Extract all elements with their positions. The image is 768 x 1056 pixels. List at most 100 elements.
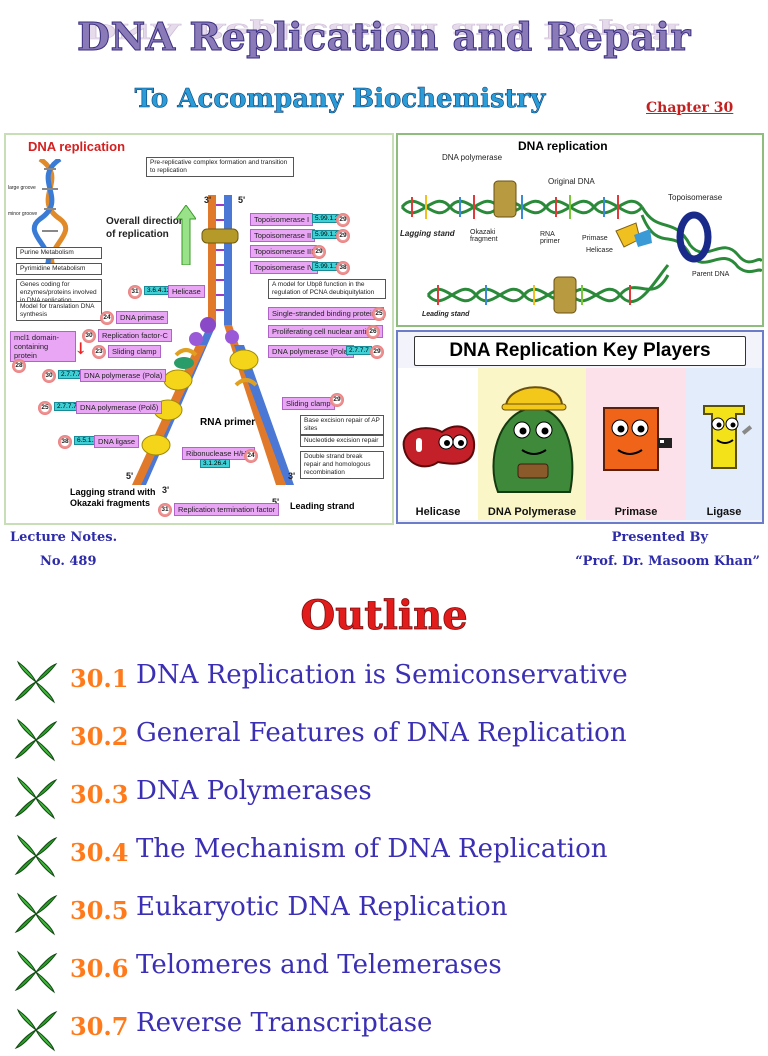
lecture-notes-label: Lecture Notes. — [10, 530, 118, 545]
leading-strand-label: Leading strand — [290, 501, 355, 511]
ligase-mascot-icon — [703, 405, 753, 469]
sliding-clamp-right-badge: 29 — [330, 393, 344, 407]
pol-epsilon-tag[interactable]: DNA polymerase (Polε) — [268, 345, 354, 358]
replication-fork-drawing — [132, 195, 294, 485]
helicase-tag[interactable]: Helicase — [168, 285, 205, 298]
lagging-strand-label: Lagging strand with Okazaki fragments — [70, 487, 156, 509]
primase-label: Primase — [614, 506, 658, 518]
dna-primase-tag[interactable]: DNA primase — [116, 311, 169, 324]
leading-stand-callout: Leading stand — [422, 311, 470, 318]
dna-polymerase-mascot-icon — [492, 386, 574, 493]
rfc-badge: 30 — [82, 329, 96, 343]
outline-item-text: DNA Replication is Semiconservative — [136, 660, 628, 690]
ssb-tag[interactable]: Single-stranded binding proteins — [268, 307, 384, 320]
pcna-badge: 26 — [366, 325, 380, 339]
outline-item-number: 30.5 — [70, 896, 129, 925]
pol-epsilon-badge: 29 — [370, 345, 384, 359]
topoisomerase-3-tag[interactable]: Topoisomerase III — [250, 245, 318, 258]
sliding-clamp-left-tag[interactable]: Sliding clamp — [108, 345, 161, 358]
helicase-label: Helicase — [415, 506, 461, 518]
green-pinwheel-icon — [14, 718, 58, 762]
green-pinwheel-icon — [14, 1008, 58, 1052]
lecture-notes-block: Lecture Notes. No. 489 — [10, 526, 117, 574]
ubp8-note[interactable]: A model for Ubp8 function in the regulat… — [268, 279, 386, 300]
dna-replication-illustration: DNA replication DNA polymerase — [396, 133, 764, 327]
original-dna-callout: Original DNA — [548, 177, 595, 186]
pol-delta-tag[interactable]: DNA polymerase (Polδ) — [76, 401, 163, 414]
dna-polymerase-label: DNA Polymerase — [487, 506, 577, 518]
topoisomerase-callout: Topoisomerase — [668, 193, 723, 202]
key-players-title: DNA Replication Key Players — [414, 336, 746, 366]
termination-factor-tag[interactable]: Replication termination factor — [174, 503, 280, 516]
mini-label-minor-groove: minor groove — [8, 211, 38, 217]
topoisomerase-1-tag[interactable]: Topoisomerase I — [250, 213, 314, 226]
outline-item-text: DNA Polymerases — [136, 776, 372, 806]
outline-item-number: 30.7 — [70, 1012, 129, 1041]
mini-label-large-groove: large groove — [8, 185, 36, 191]
topoisomerase-4-tag[interactable]: Topoisomerase IV — [250, 261, 319, 274]
double-strand-break-box[interactable]: Double strand break repair and homologou… — [300, 451, 384, 480]
rna-primer-callout: RNA primer — [540, 231, 560, 245]
figure-heading: DNA replication — [28, 139, 126, 154]
presenter-name: “Prof. Dr. Masoom Khan” — [575, 554, 760, 569]
overall-direction-label: Overall direction of replication — [106, 216, 185, 240]
prime-5-lagging: 5' — [126, 471, 134, 481]
page-subtitle: To Accompany Biochemistry — [134, 84, 546, 115]
chapter-link[interactable]: Chapter 30 — [646, 100, 734, 116]
outline-item-number: 30.1 — [70, 664, 129, 693]
sliding-clamp-left-badge: 23 — [92, 345, 106, 359]
prime-5-top: 5' — [238, 195, 246, 205]
page-title: DNA Replication and Repair — [76, 14, 691, 60]
pol-alpha-badge: 30 — [42, 369, 56, 383]
nucleotide-excision-box[interactable]: Nucleotide excision repair — [300, 435, 384, 448]
prime-3-top: 3' — [204, 195, 212, 205]
dna-polymerase-card: DNA Polymerase — [478, 368, 586, 520]
base-excision-box[interactable]: Base excision repair of AP sites — [300, 415, 384, 436]
topoisomerase-3-badge: 29 — [312, 245, 326, 259]
prime-3-lagging: 3' — [162, 485, 170, 495]
green-pinwheel-icon — [14, 834, 58, 878]
primase-callout: Primase — [582, 235, 608, 242]
replication-factor-c-tag[interactable]: Replication factor-C — [98, 329, 172, 342]
pcna-tag[interactable]: Proliferating cell nuclear antigen — [268, 325, 383, 338]
rnase-h-ec[interactable]: 3.1.26.4 — [200, 459, 230, 468]
rnase-h-badge: 24 — [244, 449, 258, 463]
primase-mascot-icon — [603, 407, 672, 471]
dna-ligase-tag[interactable]: DNA ligase — [94, 435, 140, 448]
prime-5-leading: 5' — [272, 497, 280, 507]
outline-item-text: General Features of DNA Replication — [136, 718, 627, 748]
presenter-block: Presented By “Prof. Dr. Masoom Khan” — [528, 526, 760, 574]
down-arrow-icon: ↓ — [74, 339, 88, 358]
pre-replicative-note[interactable]: Pre-replicative complex formation and tr… — [146, 157, 294, 178]
pol-alpha-tag[interactable]: DNA polymerase (Pola) — [80, 369, 167, 382]
green-pinwheel-icon — [14, 776, 58, 820]
helicase-callout: Helicase — [586, 247, 613, 254]
presented-by-label: Presented By — [611, 530, 708, 545]
ssb-badge: 25 — [372, 307, 386, 321]
replication-illustration-drawing — [400, 180, 762, 314]
translation-model-box[interactable]: Model for translation DNA synthesis — [16, 301, 102, 322]
up-arrow-icon — [176, 205, 196, 265]
topoisomerase-4-badge: 38 — [336, 261, 350, 275]
mcl1-domain-label[interactable]: mcl1 domain-containing protein — [10, 331, 76, 362]
sliding-clamp-right-tag[interactable]: Sliding clamp — [282, 397, 335, 410]
green-pinwheel-icon — [14, 660, 58, 704]
helicase-mascot-icon — [402, 425, 476, 468]
outline-item-text: Reverse Transcriptase — [136, 1008, 433, 1038]
topoisomerase-2-tag[interactable]: Topoisomerase II — [250, 229, 316, 242]
outline-item-number: 30.6 — [70, 954, 129, 983]
lagging-stand-callout: Lagging stand — [400, 229, 455, 238]
pol-epsilon-ec[interactable]: 2.7.7.7 — [346, 346, 372, 355]
pol-delta-badge: 25 — [38, 401, 52, 415]
pyrimidine-metabolism-box[interactable]: Pyrimidine Metabolism — [16, 263, 102, 276]
outline-item-text: Eukaryotic DNA Replication — [136, 892, 508, 922]
dna-polymerase-callout: DNA polymerase — [442, 153, 503, 162]
purine-metabolism-box[interactable]: Purine Metabolism — [16, 247, 102, 260]
